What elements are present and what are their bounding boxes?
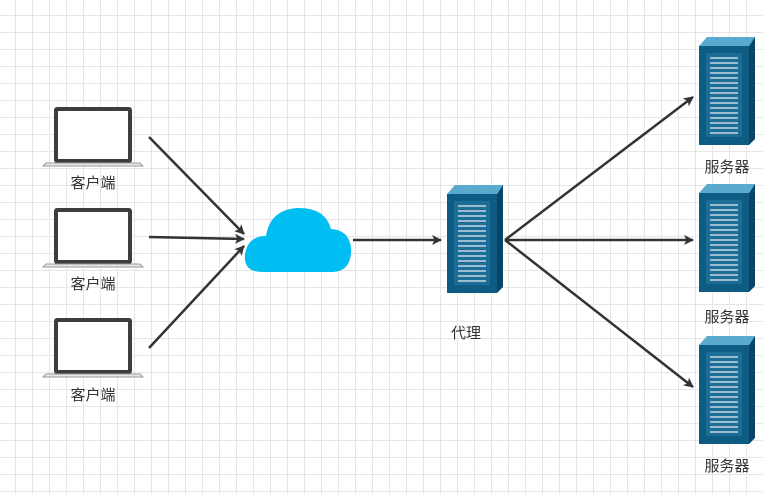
arrow-client-to-cloud bbox=[148, 245, 245, 349]
arrow-proxy-to-server bbox=[504, 96, 694, 241]
client-laptop-icon bbox=[42, 106, 144, 167]
server-icon bbox=[698, 183, 756, 293]
server-icon bbox=[698, 335, 756, 445]
proxy-label: 代理 bbox=[450, 324, 482, 342]
server-label: 服务器 bbox=[704, 158, 750, 176]
client-laptop-icon bbox=[42, 317, 144, 378]
server-label: 服务器 bbox=[704, 457, 750, 475]
proxy-server-icon bbox=[446, 184, 504, 294]
server-icon bbox=[698, 36, 756, 146]
internet-cloud-icon bbox=[244, 207, 352, 272]
client-label: 客户端 bbox=[70, 174, 116, 192]
arrow-client-to-cloud bbox=[148, 136, 245, 235]
client-laptop-icon bbox=[42, 207, 144, 268]
client-label: 客户端 bbox=[70, 275, 116, 293]
arrow-client-to-cloud bbox=[148, 233, 245, 244]
server-label: 服务器 bbox=[704, 308, 750, 326]
client-label: 客户端 bbox=[70, 386, 116, 404]
arrow-proxy-to-server bbox=[504, 239, 694, 388]
